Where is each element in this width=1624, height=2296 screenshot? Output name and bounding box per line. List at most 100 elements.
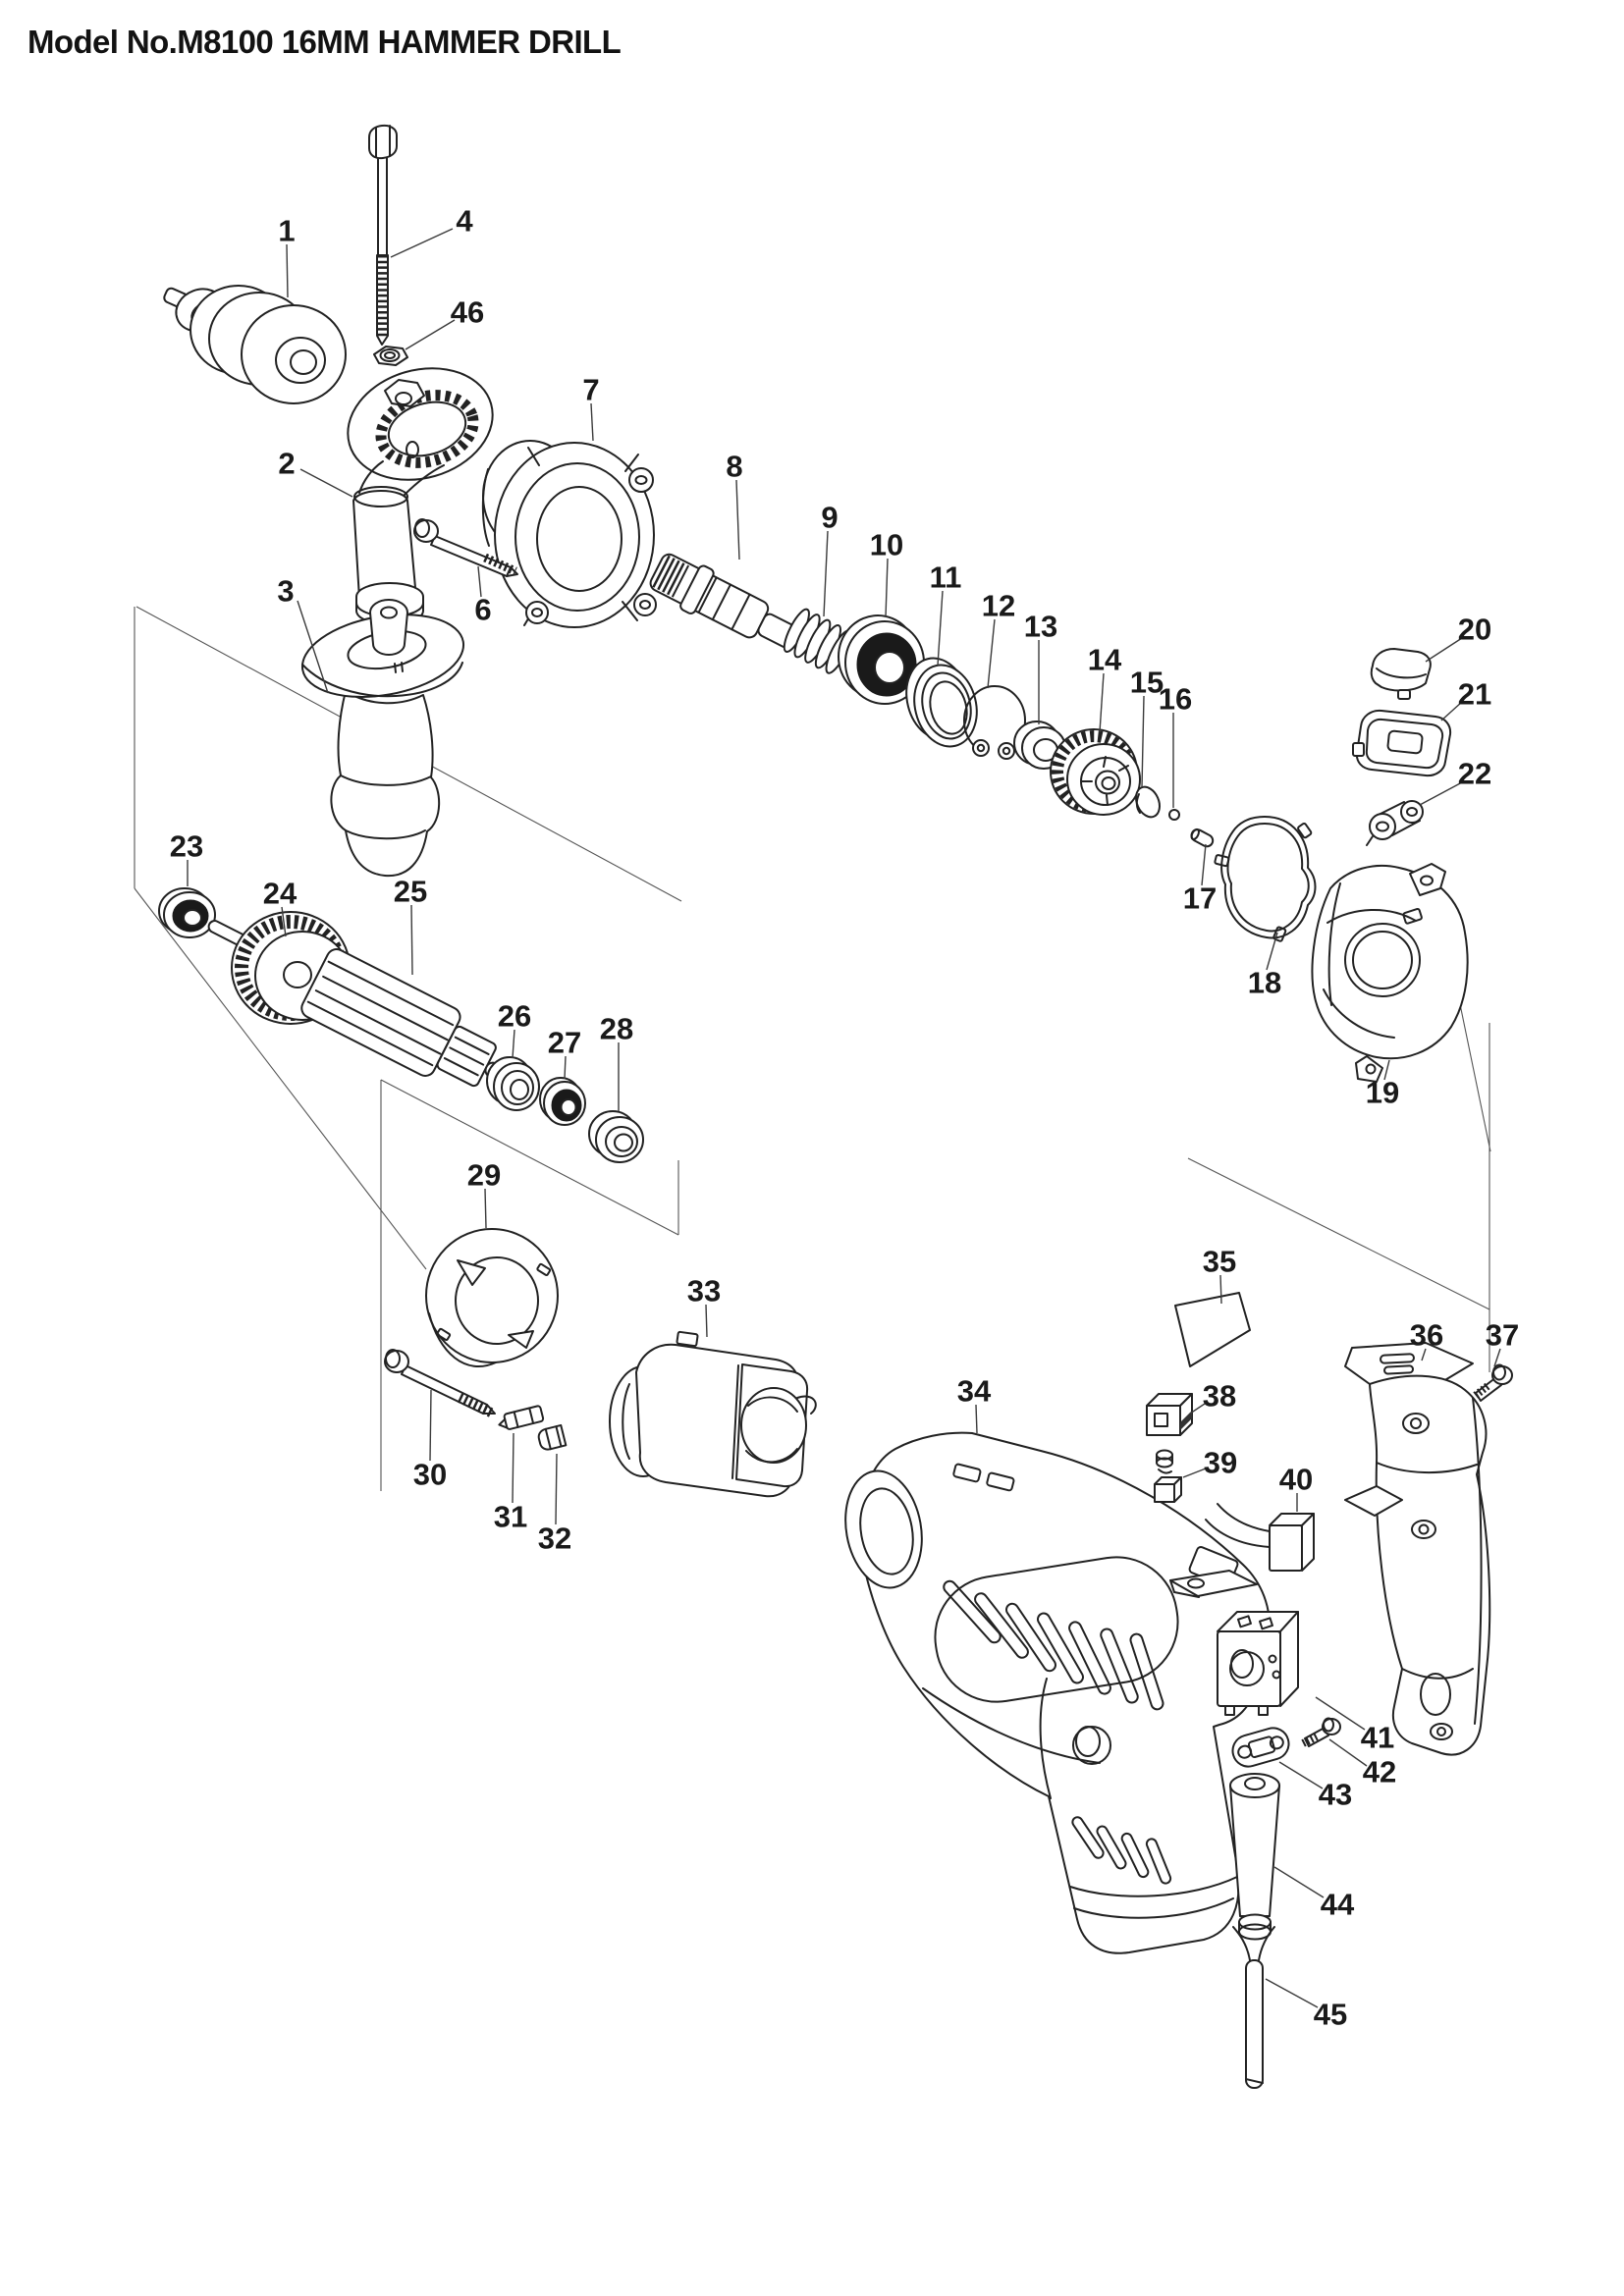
- part-38-brush-holder-block-drawing: [1146, 1393, 1193, 1436]
- part-44-leader-line: [1273, 1866, 1325, 1898]
- part-7-leader-line: [590, 402, 594, 442]
- part-label-1: 1: [278, 214, 295, 248]
- part-44-cord-guard-drawing: [1229, 1773, 1280, 1941]
- part-29-bearing-retainer-drawing: [425, 1228, 559, 1367]
- alignment-line-9: [1187, 1157, 1490, 1310]
- part-label-26: 26: [498, 999, 531, 1034]
- part-22-clamp-drawing: [1366, 800, 1424, 846]
- part-label-10: 10: [870, 528, 903, 562]
- part-40-capacitor-drawing: [1205, 1503, 1315, 1572]
- part-20-leader-line: [1425, 637, 1463, 663]
- part-3-leader-line: [297, 600, 329, 694]
- part-label-38: 38: [1203, 1379, 1236, 1414]
- part-16-steel-ball-drawing: [1168, 809, 1180, 821]
- part-12-leader-line: [987, 618, 996, 689]
- part-27-bearing-drawing: [539, 1077, 586, 1126]
- part-10-leader-line: [885, 558, 889, 618]
- part-10-ball-bearing-drawing: [838, 614, 925, 705]
- part-41-leader-line: [1315, 1696, 1366, 1731]
- part-label-13: 13: [1024, 610, 1057, 644]
- part-label-21: 21: [1458, 677, 1491, 712]
- part-label-19: 19: [1366, 1076, 1399, 1110]
- part-46-leader-line: [405, 319, 456, 350]
- page-title: Model No.M8100 16MM HAMMER DRILL: [27, 24, 622, 60]
- part-label-33: 33: [687, 1274, 721, 1308]
- part-label-12: 12: [982, 589, 1015, 623]
- part-label-20: 20: [1458, 613, 1491, 647]
- part-39-carbon-brush-drawing: [1154, 1449, 1182, 1503]
- part-11-washer-drawing: [905, 657, 978, 748]
- part-38-leader-line: [1189, 1403, 1206, 1415]
- part-label-3: 3: [277, 574, 294, 609]
- part-label-43: 43: [1319, 1778, 1352, 1812]
- part-34-motor-housing-drawing: [844, 1431, 1271, 1954]
- part-label-28: 28: [600, 1012, 633, 1046]
- parts-artwork: [158, 124, 1513, 2089]
- alignment-line-5: [380, 1079, 679, 1236]
- part-label-8: 8: [726, 450, 742, 484]
- part-label-25: 25: [394, 875, 427, 909]
- part-label-27: 27: [548, 1026, 581, 1060]
- part-14-gear-drawing: [1050, 728, 1141, 816]
- part-label-40: 40: [1279, 1463, 1313, 1497]
- part-42-leader-line: [1328, 1738, 1368, 1767]
- part-46-nut-drawing: [373, 346, 408, 366]
- leader-lines: [187, 228, 1501, 2008]
- part-14-leader-line: [1099, 672, 1105, 733]
- part-6-leader-line: [477, 565, 482, 598]
- part-31-leader-line: [512, 1432, 514, 1504]
- part-41-switch-drawing: [1169, 1570, 1299, 1716]
- part-label-37: 37: [1486, 1318, 1519, 1353]
- part-43-leader-line: [1278, 1761, 1324, 1789]
- part-label-45: 45: [1314, 1998, 1347, 2032]
- part-26-leader-line: [512, 1029, 515, 1059]
- part-2-leader-line: [299, 468, 353, 498]
- part-label-42: 42: [1363, 1755, 1396, 1789]
- part-label-35: 35: [1203, 1245, 1236, 1279]
- part-label-14: 14: [1088, 643, 1122, 677]
- part-3-side-handle-drawing: [300, 599, 465, 878]
- part-21-lever-base-drawing: [1352, 709, 1452, 777]
- part-6-screw-drawing: [413, 518, 518, 577]
- part-7-bearing-cover-drawing: [481, 440, 657, 628]
- part-label-31: 31: [494, 1500, 527, 1534]
- part-label-6: 6: [474, 593, 491, 627]
- part-29-leader-line: [484, 1188, 487, 1229]
- part-42-screw-drawing: [1301, 1717, 1341, 1747]
- part-39-leader-line: [1182, 1468, 1207, 1478]
- part-8-spindle-drawing: [649, 553, 801, 650]
- part-label-44: 44: [1321, 1888, 1355, 1922]
- part-label-41: 41: [1361, 1721, 1394, 1755]
- part-4-bolt-drawing: [368, 124, 398, 346]
- part-34-leader-line: [975, 1404, 978, 1434]
- part-label-30: 30: [413, 1458, 447, 1492]
- part-31-brush-holder-drawing: [498, 1405, 545, 1430]
- part-22-leader-line: [1419, 781, 1463, 806]
- part-label-15: 15: [1130, 666, 1164, 700]
- part-label-39: 39: [1204, 1446, 1237, 1480]
- part-label-11: 11: [930, 561, 962, 595]
- part-36-leader-line: [1421, 1348, 1427, 1362]
- part-32-leader-line: [555, 1453, 558, 1525]
- part-17-pin-drawing: [1190, 828, 1215, 848]
- part-33-leader-line: [705, 1304, 708, 1338]
- part-20-change-lever-drawing: [1370, 648, 1432, 700]
- part-label-22: 22: [1458, 757, 1491, 791]
- part-label-24: 24: [263, 877, 298, 911]
- part-23-bearing-drawing: [158, 887, 216, 938]
- part-label-32: 32: [538, 1522, 571, 1556]
- part-label-4: 4: [456, 204, 473, 239]
- part-25-leader-line: [410, 904, 413, 976]
- part-11-leader-line: [937, 590, 944, 667]
- part-15-leader-line: [1141, 695, 1145, 788]
- part-28-bearing-drawing: [588, 1110, 644, 1163]
- part-24-25-armature-drawing: [207, 911, 540, 1098]
- part-27-leader-line: [564, 1055, 567, 1080]
- part-21-leader-line: [1440, 701, 1463, 721]
- part-43-cord-clamp-drawing: [1231, 1727, 1290, 1768]
- part-label-29: 29: [467, 1158, 501, 1193]
- part-8-leader-line: [735, 479, 740, 561]
- part-36-handle-cover-drawing: [1344, 1342, 1491, 1756]
